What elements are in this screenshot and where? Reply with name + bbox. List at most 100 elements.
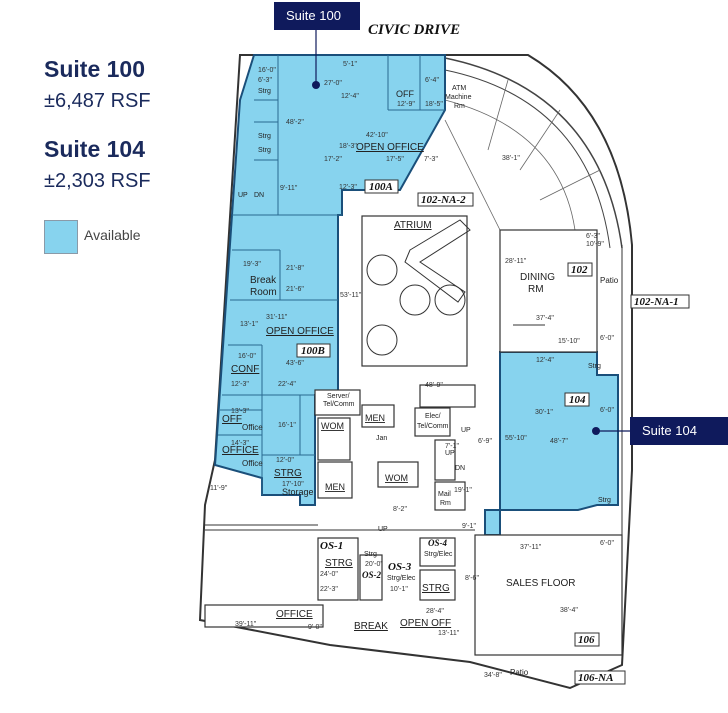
available-label: Available xyxy=(84,227,141,243)
dimension-label: 6'-4" xyxy=(425,77,439,84)
label-sales-floor: SALES FLOOR xyxy=(506,578,575,589)
label-office-bottom: OFFICE xyxy=(276,609,313,620)
plaza-arc-outer xyxy=(444,57,623,249)
label-mail-rm: Rm xyxy=(440,500,451,507)
tag-os3: OS-3 xyxy=(388,561,412,573)
dimension-label: 30'-1" xyxy=(535,409,553,416)
dimension-label: 27'-0" xyxy=(324,80,342,87)
label-strg-elec-os4: Strg/Elec xyxy=(424,551,453,558)
suite-104-rsf: ±2,303 RSF xyxy=(44,170,151,192)
label-off-left: OFF xyxy=(222,414,242,425)
suite-104-callout[interactable]: Suite 104 xyxy=(630,417,728,445)
dimension-label: 6'-3" xyxy=(586,233,600,240)
label-men-bottom: MEN xyxy=(325,482,345,492)
core-elec xyxy=(414,407,451,437)
suite-100-rsf: ±6,487 RSF xyxy=(44,90,151,112)
dimension-label: 18'-5" xyxy=(425,101,443,108)
label-open-office-a: OPEN OFFICE xyxy=(356,142,424,153)
dimension-label: 6'-0" xyxy=(600,407,614,414)
label-break-bottom: BREAK xyxy=(354,621,388,632)
dimension-label: 16'-0" xyxy=(238,353,256,360)
label-up1: UP xyxy=(238,192,248,199)
atrium-ramp xyxy=(404,219,471,303)
dimension-label: 28'-11" xyxy=(505,258,527,265)
label-strg-os2: Strg xyxy=(364,551,377,558)
label-wom-left: WOM xyxy=(321,421,344,431)
label-off-top: OFF xyxy=(396,89,414,99)
core-men-bottom xyxy=(317,461,353,499)
dimension-label: 15'-10" xyxy=(558,338,580,345)
tag-na106: 106-NA xyxy=(578,672,613,684)
dimension-label: 12'-9" xyxy=(397,101,415,108)
tag-100b: 100B xyxy=(301,345,325,357)
core-men-top xyxy=(361,404,395,428)
dimension-label: 12'-3" xyxy=(231,381,249,388)
label-open-office-b: OPEN OFFICE xyxy=(266,326,334,337)
dimension-label: 5'-1" xyxy=(343,61,357,68)
dimension-label: 6'-9" xyxy=(478,438,492,445)
dimension-label: 8'-6" xyxy=(465,575,479,582)
os-1-box xyxy=(317,537,359,601)
label-strg-104b: Strg xyxy=(598,497,611,504)
tag-100a: 100A xyxy=(369,181,393,193)
dimension-label: 31'-11" xyxy=(266,314,288,321)
dimension-label: 9'-1" xyxy=(462,523,476,530)
dimension-label: 6'-0" xyxy=(600,540,614,547)
dimension-label: 12'-4" xyxy=(341,93,359,100)
dimension-label: 21'-6" xyxy=(286,286,304,293)
dimension-label: 8'-2" xyxy=(393,506,407,513)
label-office-left: OFFICE xyxy=(222,445,259,456)
label-men-top: MEN xyxy=(365,413,385,423)
plaza-radial-1 xyxy=(487,79,509,151)
label-open-off: OPEN OFF xyxy=(400,618,451,629)
dimension-label: 48'-7" xyxy=(550,438,568,445)
dimension-label: 17'-2" xyxy=(324,156,342,163)
dimension-label: 13'-3" xyxy=(231,408,249,415)
core-server xyxy=(314,389,361,416)
available-swatch xyxy=(44,220,78,254)
dimension-label: 16'-1" xyxy=(278,422,296,429)
os-3-box xyxy=(419,569,456,601)
label-mail: Mail xyxy=(438,491,451,498)
dimension-label: 22'-3" xyxy=(320,586,338,593)
os-2-box xyxy=(359,554,383,601)
dimension-label: 37'-4" xyxy=(536,315,554,322)
label-up3: UP xyxy=(461,427,471,434)
dimension-label: 10'-9" xyxy=(586,241,604,248)
label-strg-104a: Strg xyxy=(588,363,601,370)
tag-na1: 102-NA-1 xyxy=(634,296,679,308)
label-strg-small2: Strg xyxy=(258,133,271,140)
street-name: CIVIC DRIVE xyxy=(368,22,461,38)
suite-102-box xyxy=(499,229,598,353)
tag-os4: OS-4 xyxy=(428,538,448,548)
label-dn2: DN xyxy=(455,465,465,472)
atrium-planter-2 xyxy=(399,284,431,316)
dimension-label: 14'-3" xyxy=(231,440,249,447)
tag-os1: OS-1 xyxy=(320,540,343,552)
label-office-small2: Office xyxy=(242,459,263,468)
dimension-label: 43'-6" xyxy=(286,360,304,367)
dimension-label: 48'-2" xyxy=(286,119,304,126)
tag-102: 102 xyxy=(571,264,588,276)
os-4-box xyxy=(419,537,456,567)
label-atm: ATM xyxy=(452,85,466,92)
office-bottom-box xyxy=(204,604,324,628)
dimension-label: 6'-0" xyxy=(600,335,614,342)
label-room: Room xyxy=(250,287,277,298)
label-atrium: ATRIUM xyxy=(394,220,432,231)
dimension-label: 42'-10" xyxy=(366,132,388,139)
suite-104-title: Suite 104 xyxy=(44,136,145,162)
dimension-label: 38'-1" xyxy=(502,155,520,162)
dimension-label: 13'-1" xyxy=(240,321,258,328)
label-break: Break xyxy=(250,275,277,286)
dimension-label: 10'-1" xyxy=(390,586,408,593)
label-patio-right: Patio xyxy=(600,276,619,285)
core-elevators xyxy=(419,384,476,408)
label-office-small: Office xyxy=(242,423,263,432)
dimension-label: 7'-1" xyxy=(445,443,459,450)
suite-100-callout[interactable]: Suite 100 xyxy=(274,2,360,30)
atrium-planter-3 xyxy=(434,284,466,316)
core-wom-right xyxy=(377,461,419,488)
plaza-radial-4 xyxy=(444,119,501,231)
